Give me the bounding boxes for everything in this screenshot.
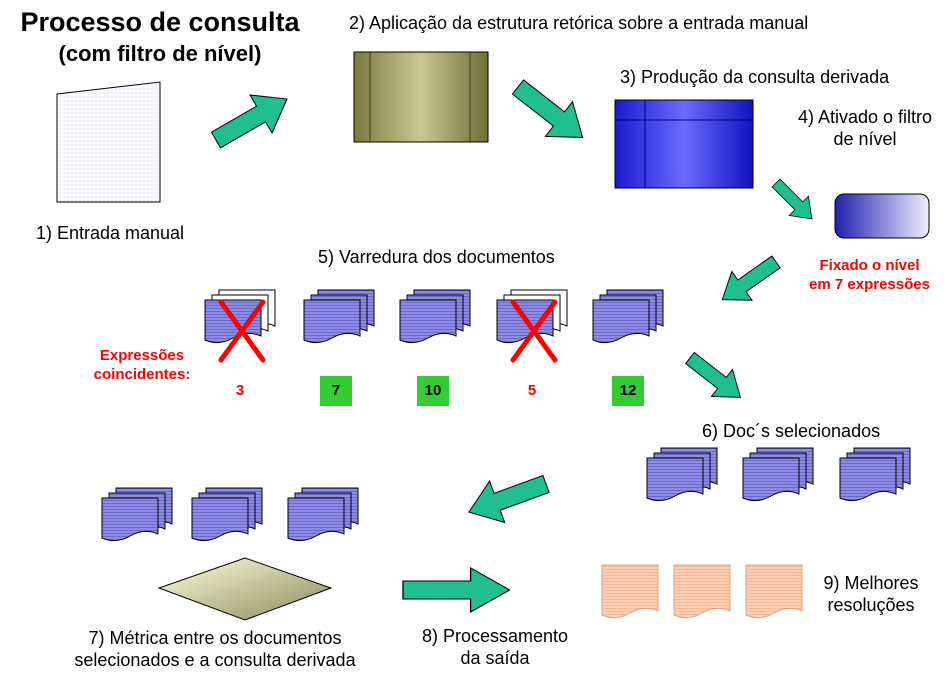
flow-arrow-3-icon [711, 247, 787, 315]
metric-doc-1-icon [101, 487, 173, 542]
step-4-label: 4) Ativado o filtro de nível [782, 106, 948, 150]
step-7-label: 7) Métrica entre os documentos seleciona… [40, 627, 390, 671]
flow-arrow-4-icon [678, 344, 752, 412]
step-6-label: 6) Doc´s selecionados [702, 421, 881, 441]
step-7-line-1: 7) Métrica entre os documentos [88, 628, 342, 648]
filter-level-note: Fixado o nível em 7 expressões [790, 256, 949, 294]
step-2-label: 2) Aplicação da estrutura retórica sobre… [349, 13, 809, 33]
step-8-label: 8) Processamento da saída [390, 625, 600, 669]
diagram-title: Processo de consulta (com filtro de níve… [10, 6, 310, 70]
doc-4-count: 5 [527, 382, 537, 399]
step-5-label: 5) Varredura dos documentos [318, 247, 555, 267]
selected-doc-2-icon [742, 447, 814, 502]
step-3-label: 3) Produção da consulta derivada [620, 67, 890, 87]
selected-doc-1-icon [646, 447, 718, 502]
doc-5-count: 12 [612, 376, 644, 406]
title-line-1: Processo de consulta [20, 7, 300, 37]
step-7-line-2: selecionados e a consulta derivada [74, 650, 356, 670]
level-filter-icon [834, 193, 930, 239]
step-4-line-2: de nível [833, 129, 897, 149]
step-4-line-1: 4) Ativado o filtro [797, 107, 933, 127]
derived-query-icon [614, 99, 754, 189]
step-1-label: 1) Entrada manual [35, 223, 185, 243]
matches-label: Expressões coincidentes: [72, 346, 212, 384]
result-doc-1-icon [601, 564, 659, 619]
title-line-2: (com filtro de nível) [58, 41, 262, 66]
doc-3-count: 10 [417, 376, 449, 406]
doc-3-icon [399, 289, 471, 344]
doc-5-icon [592, 289, 664, 344]
result-doc-3-icon [745, 564, 803, 619]
manual-entry-page-icon [56, 81, 161, 203]
doc-2-count: 7 [320, 376, 352, 406]
metric-doc-2-icon [191, 487, 263, 542]
flow-arrow-6-icon [402, 567, 511, 613]
result-doc-2-icon [673, 564, 731, 619]
doc-1-count: 3 [235, 382, 245, 399]
filter-note-line-1: Fixado o nível [819, 257, 920, 274]
rhetorical-structure-icon [353, 51, 489, 143]
step-8-line-1: 8) Processamento [421, 626, 569, 646]
doc-4-rejected-icon [496, 289, 568, 363]
flow-arrow-5-icon [460, 462, 555, 534]
flow-arrow-2-icon [503, 69, 597, 156]
matches-label-line-2: coincidentes: [93, 366, 191, 383]
flow-arrow-1-icon [204, 79, 299, 160]
doc-2-icon [303, 289, 375, 344]
step-9-line-1: 9) Melhores [823, 573, 919, 593]
filter-arrow-icon [765, 172, 822, 229]
step-9-line-2: resoluções [827, 595, 915, 615]
metric-doc-3-icon [287, 487, 359, 542]
metric-diamond-icon [157, 557, 333, 621]
filter-note-line-2: em 7 expressões [809, 276, 930, 293]
step-9-label: 9) Melhores resoluções [796, 572, 946, 616]
doc-1-rejected-icon [204, 289, 276, 363]
step-8-line-2: da saída [460, 648, 530, 668]
selected-doc-3-icon [839, 447, 911, 502]
matches-label-line-1: Expressões [99, 347, 185, 364]
